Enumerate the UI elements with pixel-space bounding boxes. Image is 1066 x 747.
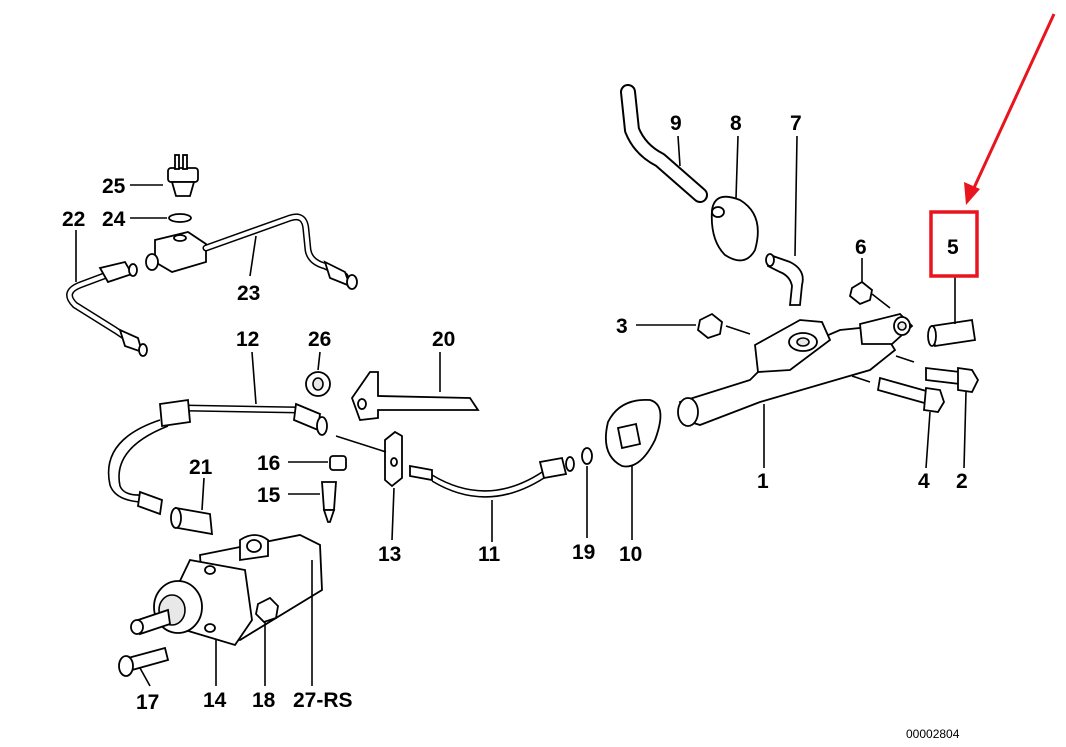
part-label-11: 11 — [478, 543, 501, 566]
highlight-annotation — [929, 13, 1056, 278]
part-label-26: 26 — [308, 328, 331, 351]
part-label-20: 20 — [432, 328, 455, 351]
part-label-25: 25 — [102, 175, 126, 198]
part-label-18: 18 — [252, 689, 276, 712]
leader-lines — [75, 135, 967, 687]
master-cylinder — [604, 280, 980, 468]
part-label-21: 21 — [189, 456, 213, 479]
part-label-19: 19 — [572, 541, 595, 564]
part-label-13: 13 — [378, 543, 401, 566]
slave-cylinder — [118, 534, 323, 677]
part-label-3: 3 — [616, 315, 628, 338]
part-label-23: 23 — [237, 282, 260, 305]
part-label-17: 17 — [136, 691, 159, 714]
part-label-14: 14 — [203, 689, 227, 712]
part-label-15: 15 — [257, 484, 281, 507]
part-label-22: 22 — [62, 208, 85, 231]
part-label-7: 7 — [790, 112, 802, 135]
part-label-16: 16 — [257, 452, 280, 475]
part-labels: 25 24 22 23 12 26 20 21 16 15 13 11 19 1… — [62, 112, 968, 714]
catalog-number: 00002804 — [906, 727, 960, 741]
part-label-2: 2 — [956, 470, 968, 493]
reservoir-hose — [620, 84, 804, 306]
part-label-10: 10 — [619, 543, 642, 566]
part-label-6: 6 — [855, 236, 867, 259]
highlight-arrow — [971, 13, 1056, 191]
highlight-box — [929, 210, 979, 278]
part-label-1: 1 — [757, 470, 769, 493]
highlight-arrowhead — [964, 182, 980, 205]
part-label-24: 24 — [102, 208, 126, 231]
part-label-8: 8 — [730, 112, 742, 135]
pressure-switch-assembly — [66, 154, 358, 357]
part-label-5: 5 — [947, 236, 959, 259]
hose-assembly — [107, 371, 593, 536]
part-label-9: 9 — [670, 112, 682, 135]
part-label-4: 4 — [918, 470, 930, 493]
part-label-27: 27-RS — [293, 689, 353, 712]
part-label-12: 12 — [236, 328, 259, 351]
